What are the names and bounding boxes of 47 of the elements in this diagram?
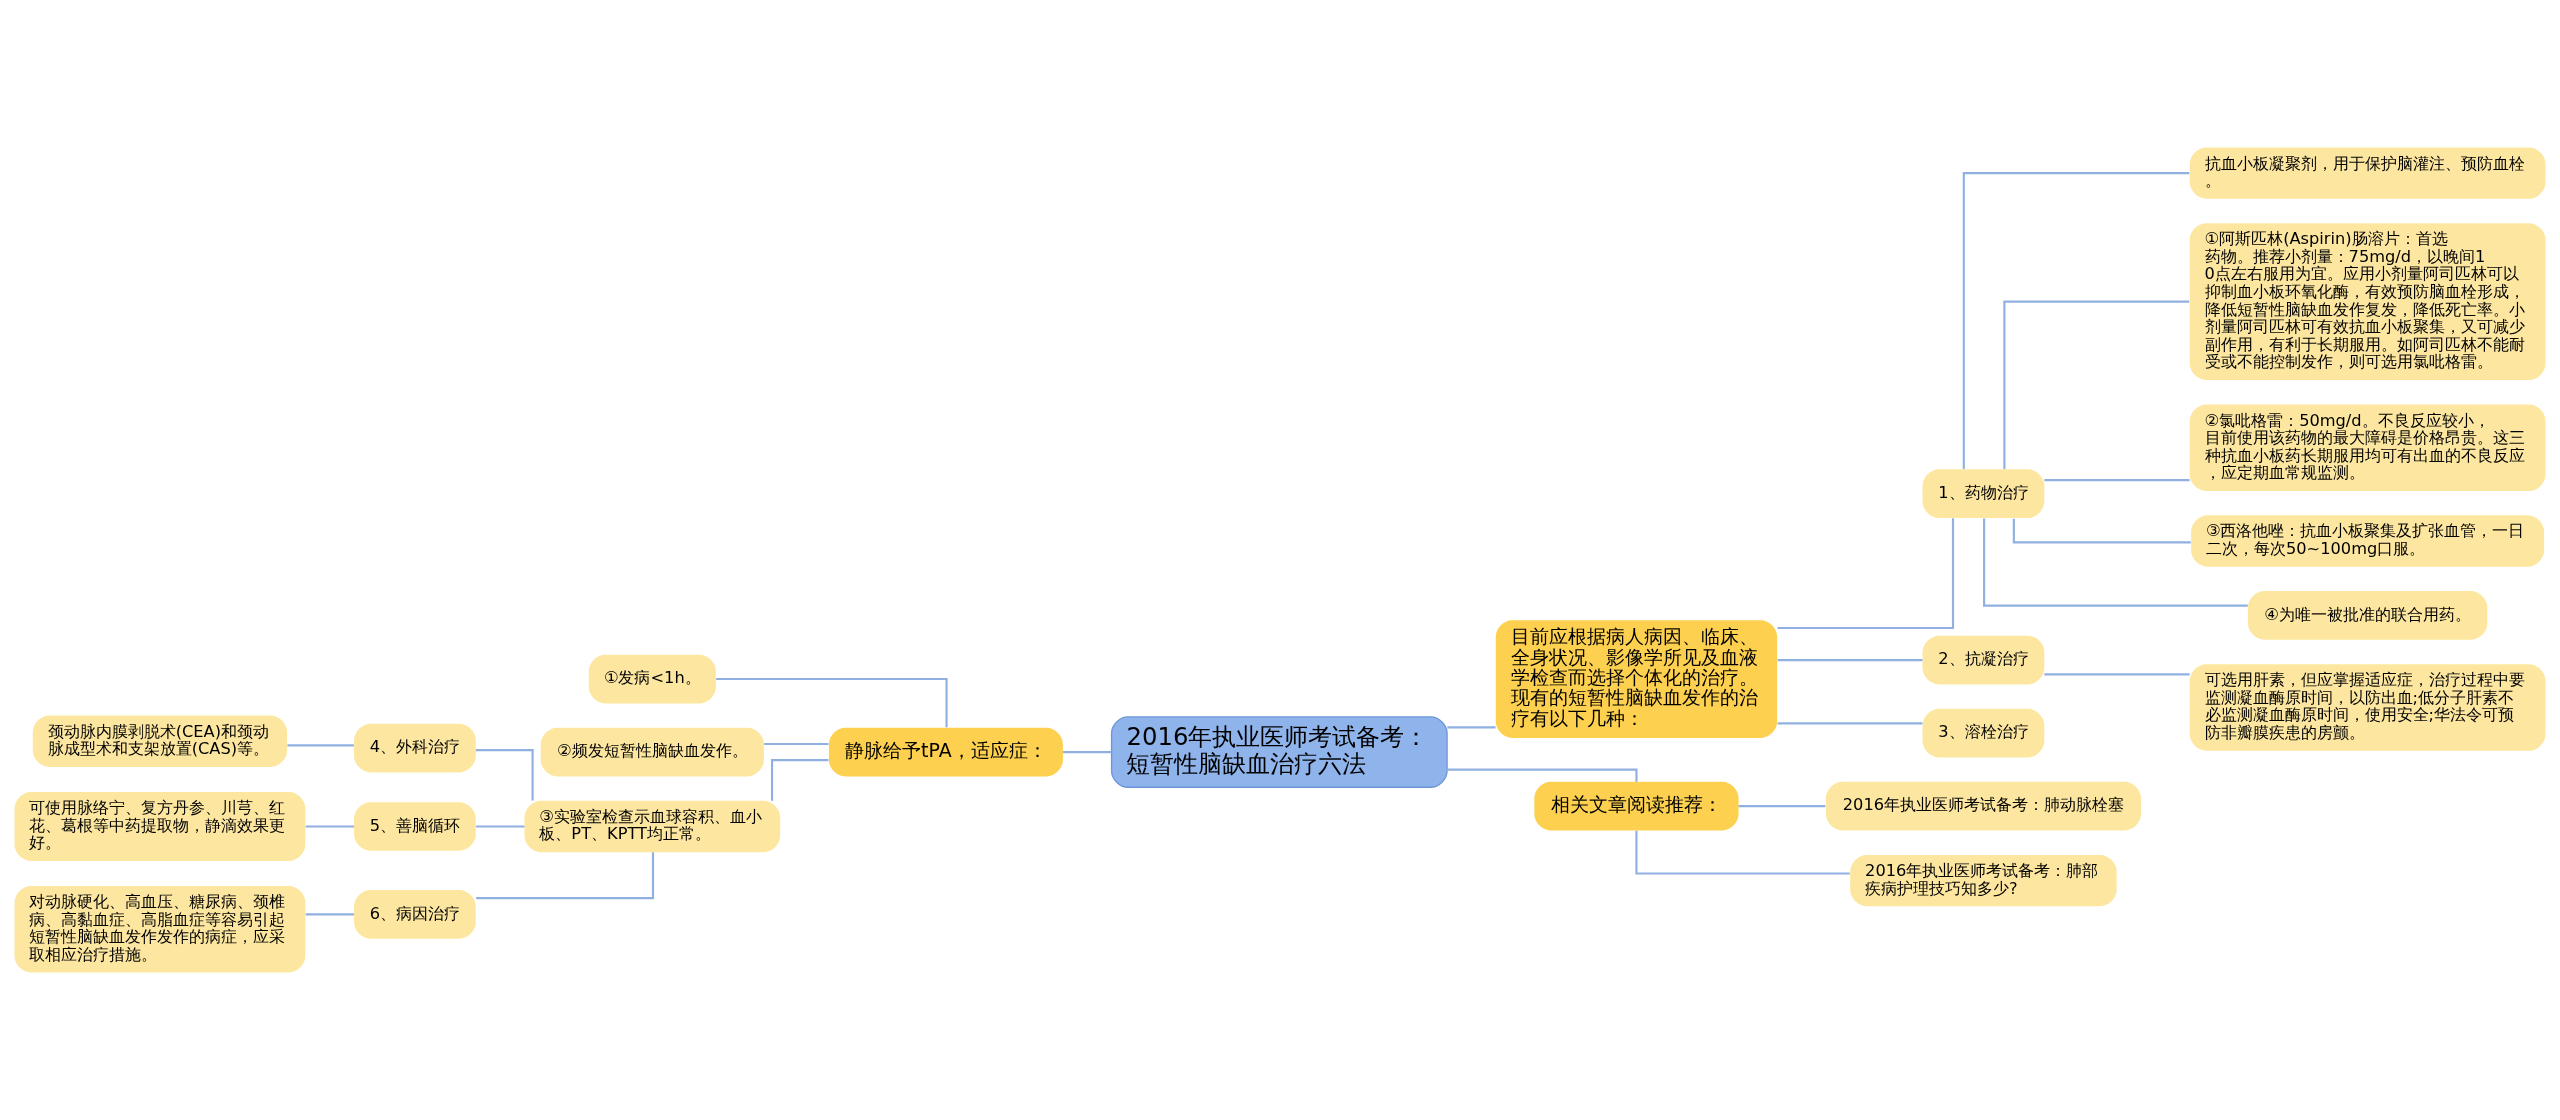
- node-box: 2016年执业医师考试备考：肺动脉栓塞: [1825, 781, 2142, 831]
- connector: [1777, 659, 1923, 662]
- node-box: ③西洛他唑：抗血小板聚集及扩张血管，一日二次，每次50~100mg口服。: [2191, 515, 2545, 567]
- node-box: ③实验室检查示血球容积、血小板、PT、KPTT均正常。: [524, 800, 781, 853]
- connector: [1738, 805, 1826, 808]
- node-box: 相关文章阅读推荐：: [1534, 781, 1739, 831]
- connector: [1983, 518, 2248, 607]
- node-box: 对动脉硬化、高血压、糖尿病、颈椎病、高黏血症、高脂血症等容易引起短暂性脑缺血发作发作的病症，应采取相应治疗措施。: [14, 886, 306, 973]
- node-box: ②氯吡格雷：50mg/d。不良反应较小，目前使用该药物的最大障碍是价格昂贵。这三种抗血小板药长期服用均可有出血的不良反应，应定期血常规监测。: [2189, 404, 2546, 491]
- node-box: 4、外科治疗: [354, 723, 476, 773]
- connector: [1447, 726, 1496, 729]
- connector: [716, 677, 948, 728]
- connector: [1447, 768, 1638, 782]
- connector: [1635, 830, 1850, 875]
- node-box: 2、抗凝治疗: [1922, 635, 2045, 685]
- connector: [764, 742, 829, 746]
- node-box: ①阿斯匹林(Aspirin)肠溶片：首选药物。推荐小剂量：75mg/d，以晚间10点左右服用为宜。应用小剂量阿司匹林可以抑制血小板环氧化酶，有效预防脑血栓形成，降低短暂性脑缺血发作复发，降低死亡率。小剂量阿司匹林可有效抗血小板聚集，又可减少副作用，有利于长期服用。如阿司匹林不能耐受或不能控制发作，则可选用氯吡格雷。: [2189, 223, 2546, 381]
- node-box: 抗血小板凝聚剂，用于保护脑灌注、预防血栓。: [2189, 147, 2546, 199]
- node-box: 1、药物治疗: [1922, 469, 2045, 519]
- node-box: ①发病<1h。: [588, 654, 716, 704]
- connector: [476, 825, 525, 828]
- connector: [2044, 479, 2190, 482]
- node-box: 5、善脑循环: [354, 802, 476, 851]
- connector: [305, 825, 354, 828]
- connector: [1777, 518, 1955, 630]
- connector: [475, 748, 534, 801]
- connector: [2044, 673, 2190, 676]
- node-box: 可选用肝素，但应掌握适应症，治疗过程中要监测凝血酶原时间，以防出血;低分子肝素不必监测凝血酶原时间，使用安全;华法令可预防非瓣膜疾患的房颤。: [2189, 664, 2546, 751]
- connector: [476, 852, 655, 900]
- connector: [1062, 751, 1112, 754]
- connector: [1962, 172, 2190, 470]
- node-box: 6、病因治疗: [354, 890, 476, 939]
- connector: [305, 913, 354, 916]
- node-box: 静脉给予tPA，适应症：: [828, 727, 1063, 777]
- connector: [2012, 518, 2191, 544]
- connector: [287, 744, 354, 747]
- node-box: 目前应根据病人病因、临床、全身状况、影像学所见及血液学检查而选择个体化的治疗。现有的短暂性脑缺血发作的治疗有以下几种：: [1495, 620, 1778, 738]
- connector: [1777, 722, 1923, 725]
- node-box: 2016年执业医师考试备考：肺部疾病护理技巧知多少?: [1850, 854, 2117, 907]
- connector: [2003, 300, 2190, 469]
- connector: [770, 759, 829, 801]
- node-box: ②频发短暂性脑缺血发作。: [540, 727, 764, 777]
- node-box: ④为唯一被批准的联合用药。: [2247, 591, 2488, 640]
- node-box: 可使用脉络宁、复方丹参、川芎、红花、葛根等中药提取物，静滴效果更好。: [14, 792, 306, 861]
- node-box: 3、溶栓治疗: [1922, 708, 2045, 758]
- node-box: 颈动脉内膜剥脱术(CEA)和颈动脉成型术和支架放置(CAS)等。: [32, 715, 288, 767]
- node-box: 2016年执业医师考试备考：短暂性脑缺血治疗六法: [1110, 716, 1448, 788]
